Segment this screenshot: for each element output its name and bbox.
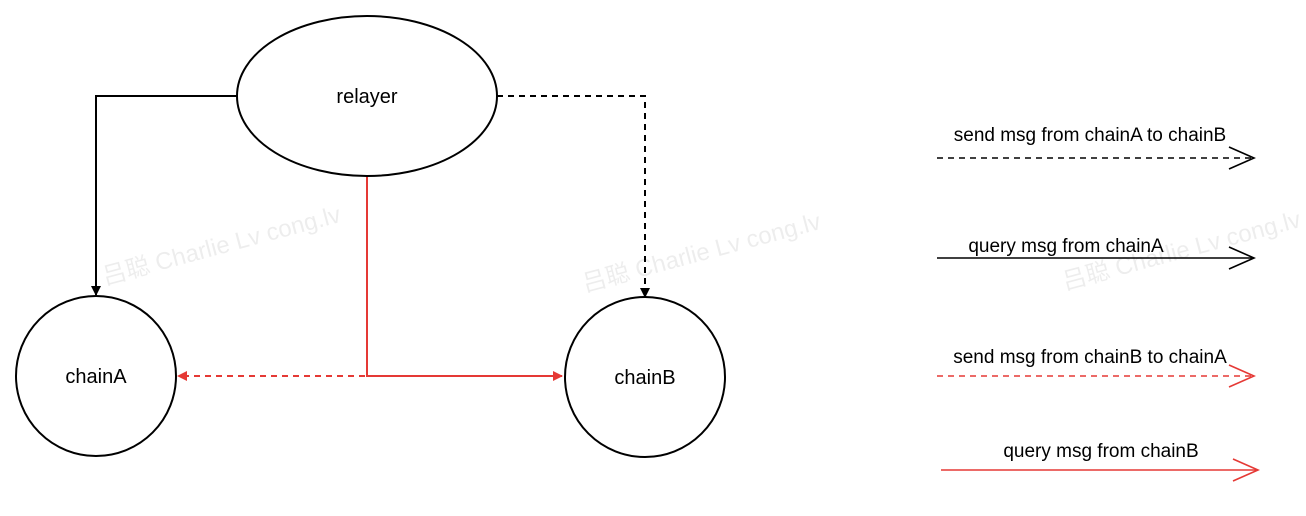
- legend-label-query-a: query msg from chainA: [968, 236, 1164, 257]
- legend-item-query-b: query msg from chainB: [941, 441, 1260, 482]
- node-chainB: chainB: [564, 296, 726, 458]
- legend: send msg from chainA to chainB query msg…: [937, 125, 1260, 482]
- legend-label-send-b-to-a: send msg from chainB to chainA: [953, 347, 1227, 368]
- edges: [91, 95, 650, 381]
- node-chainA-label: chainA: [65, 366, 127, 388]
- node-relayer-label: relayer: [336, 86, 397, 108]
- edge-relayer-to-chainB-send: [497, 95, 650, 298]
- node-chainB-label: chainB: [614, 367, 675, 389]
- node-chainA: chainA: [15, 295, 177, 457]
- edge-relayer-to-chainB-query: [366, 175, 563, 381]
- legend-item-send-a-to-b: send msg from chainA to chainB: [937, 125, 1256, 170]
- legend-item-query-a: query msg from chainA: [937, 236, 1256, 270]
- legend-label-send-a-to-b: send msg from chainA to chainB: [954, 125, 1226, 146]
- watermark-1: 吕聪 Charlie Lv cong.lv: [100, 201, 344, 291]
- edge-relayer-to-chainA-query: [91, 95, 237, 296]
- legend-label-query-b: query msg from chainB: [1003, 441, 1198, 462]
- watermark-2: 吕聪 Charlie Lv cong.lv: [580, 208, 824, 298]
- legend-item-send-b-to-a: send msg from chainB to chainA: [937, 347, 1256, 388]
- node-relayer: relayer: [236, 15, 498, 177]
